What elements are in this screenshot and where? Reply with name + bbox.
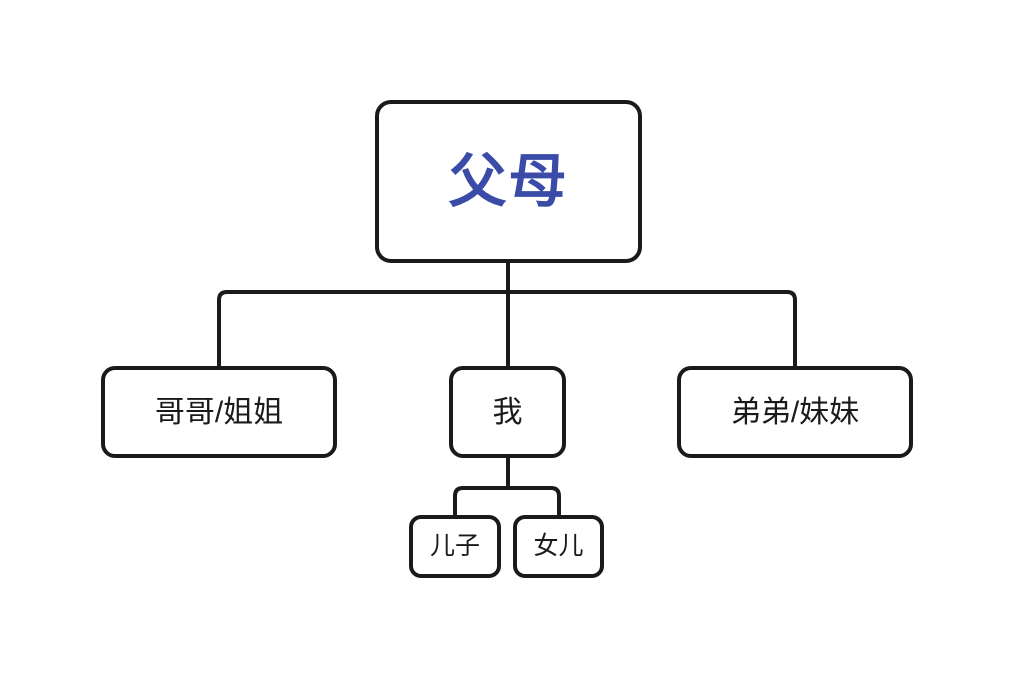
- node-older-sibling[interactable]: 哥哥/姐姐: [101, 366, 337, 458]
- edge-me-to-daughter: [508, 486, 561, 515]
- node-younger-sibling[interactable]: 弟弟/妹妹: [677, 366, 913, 458]
- edge-parents-to-younger-sibling: [508, 290, 797, 366]
- node-parents-label: 父母: [448, 148, 569, 214]
- edge-me-to-son: [453, 486, 508, 515]
- node-son[interactable]: 儿子: [409, 515, 501, 578]
- node-me[interactable]: 我: [449, 366, 566, 458]
- node-older-sibling-label: 哥哥/姐姐: [154, 395, 284, 429]
- node-me-label: 我: [492, 395, 523, 429]
- node-daughter-label: 女儿: [533, 531, 584, 560]
- node-son-label: 儿子: [429, 531, 480, 560]
- node-parents[interactable]: 父母: [375, 100, 642, 263]
- node-daughter[interactable]: 女儿: [513, 515, 604, 578]
- node-younger-sibling-label: 弟弟/妹妹: [730, 395, 860, 429]
- edge-parents-to-older-sibling: [217, 290, 508, 366]
